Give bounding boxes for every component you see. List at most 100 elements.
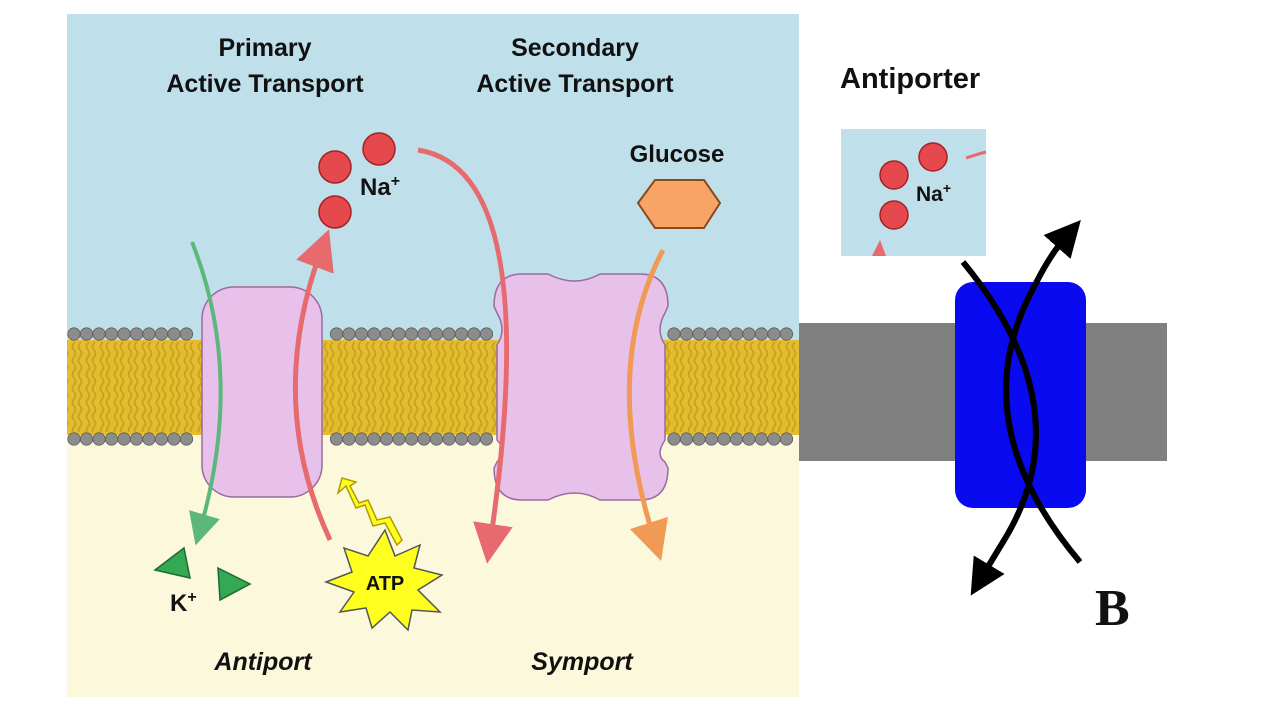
sodium-ions: [318, 132, 396, 229]
glucose-molecule: [636, 179, 722, 229]
phospholipid-head: [417, 327, 431, 341]
phospholipid-head: [104, 327, 119, 341]
phospholipid-head: [329, 327, 344, 341]
phospholipid-head: [342, 327, 356, 341]
phospholipid-head: [129, 327, 144, 341]
right-panel: Antiporter Na+ B: [799, 63, 1167, 637]
phospholipid-head: [142, 432, 156, 446]
phospholipid-head: [342, 432, 356, 446]
panel-letter: B: [1095, 580, 1130, 637]
potassium-arrow: [189, 241, 223, 546]
glucose-arrow: [626, 248, 668, 562]
potassium-ion: [217, 566, 252, 602]
sodium-ion: [362, 132, 396, 166]
symport-protein: [493, 273, 669, 501]
phospholipid-head: [742, 432, 756, 446]
phospholipid-head: [467, 432, 481, 446]
phospholipid-head: [117, 327, 131, 341]
phospholipid-head: [167, 327, 181, 341]
phospholipid-head: [379, 327, 394, 341]
phospholipid-head: [729, 432, 744, 446]
secondary-title-line1: Secondary: [511, 34, 639, 62]
phospholipid-head: [404, 432, 419, 446]
phospholipid-head: [742, 327, 756, 341]
phospholipid-head: [429, 327, 444, 341]
phospholipid-head: [179, 432, 194, 446]
phospholipid-head: [479, 327, 494, 341]
phospholipid-head: [92, 327, 106, 341]
phospholipid-head: [779, 327, 794, 341]
inset-arrowhead-fragment: [872, 240, 886, 256]
primary-title-line2: Active Transport: [166, 70, 364, 98]
phospholipid-head: [704, 327, 719, 341]
phospholipid-head: [392, 327, 406, 341]
phospholipid-head: [692, 432, 706, 446]
phospholipid-head: [429, 432, 444, 446]
phospholipid-head: [754, 432, 769, 446]
phospholipid-head: [679, 432, 694, 446]
sodium-influx-arrow: [417, 147, 513, 564]
phospholipid-head: [154, 432, 169, 446]
phospholipid-head: [129, 432, 144, 446]
sodium-ion: [318, 195, 352, 229]
phospholipid-head: [79, 432, 94, 446]
antiport-label: Antiport: [213, 648, 313, 676]
phospholipid-head: [754, 327, 769, 341]
glucose-label: Glucose: [630, 141, 725, 168]
antiporter-protein: [955, 282, 1086, 508]
lipid-tail-pattern: [67, 342, 799, 432]
primary-title-line1: Primary: [218, 34, 311, 62]
phospholipid-head: [417, 432, 431, 446]
phospholipid-head: [692, 327, 706, 341]
phospholipid-head: [767, 432, 781, 446]
phospholipid-head: [717, 327, 731, 341]
phospholipid-head: [779, 432, 794, 446]
inset-arrow-fragment: [965, 150, 987, 160]
phospholipid-head: [179, 327, 194, 341]
phospholipid-head: [92, 432, 106, 446]
antiporter-title: Antiporter: [840, 63, 980, 95]
left-panel: Primary Active Transport Secondary Activ…: [67, 14, 799, 697]
sodium-ion: [879, 200, 909, 230]
phospholipid-head: [479, 432, 494, 446]
phospholipid-head: [442, 432, 456, 446]
phospholipid-head: [679, 327, 694, 341]
phospholipid-head: [467, 327, 481, 341]
potassium-ion: [153, 546, 191, 579]
antiporter-arrow-outward: [1003, 220, 1083, 564]
inset-sodium-label: Na+: [916, 180, 951, 206]
phospholipid-head: [767, 327, 781, 341]
atp-label: ATP: [366, 573, 405, 595]
phospholipid-head: [717, 432, 731, 446]
phospholipid-head: [167, 432, 181, 446]
atp-energy-bolt: [336, 477, 403, 547]
phospholipid-head: [67, 432, 81, 446]
sodium-ion: [318, 150, 352, 184]
secondary-title-line2: Active Transport: [476, 70, 674, 98]
phospholipid-head: [379, 432, 394, 446]
antiporter-arrow-inward: [960, 260, 1039, 596]
phospholipid-head: [367, 327, 381, 341]
sodium-ion: [879, 160, 909, 190]
sodium-label: Na+: [360, 173, 400, 201]
phospholipid-head: [667, 432, 681, 446]
phospholipid-head: [442, 327, 456, 341]
phospholipid-head: [667, 327, 681, 341]
phospholipid-head: [154, 327, 169, 341]
phospholipid-head: [117, 432, 131, 446]
phospholipid-head: [354, 327, 369, 341]
phospholipid-head: [367, 432, 381, 446]
phospholipid-head: [704, 432, 719, 446]
cytoplasm: [67, 435, 799, 697]
phospholipid-head: [404, 327, 419, 341]
lipid-heads-top: [67, 327, 794, 341]
sodium-ion: [918, 142, 948, 172]
phospholipid-head: [329, 432, 344, 446]
phospholipid-head: [142, 327, 156, 341]
phospholipid-head: [104, 432, 119, 446]
phospholipid-head: [79, 327, 94, 341]
sodium-efflux-arrow: [292, 229, 334, 542]
atp-starburst: [323, 528, 444, 632]
phospholipid-head: [729, 327, 744, 341]
